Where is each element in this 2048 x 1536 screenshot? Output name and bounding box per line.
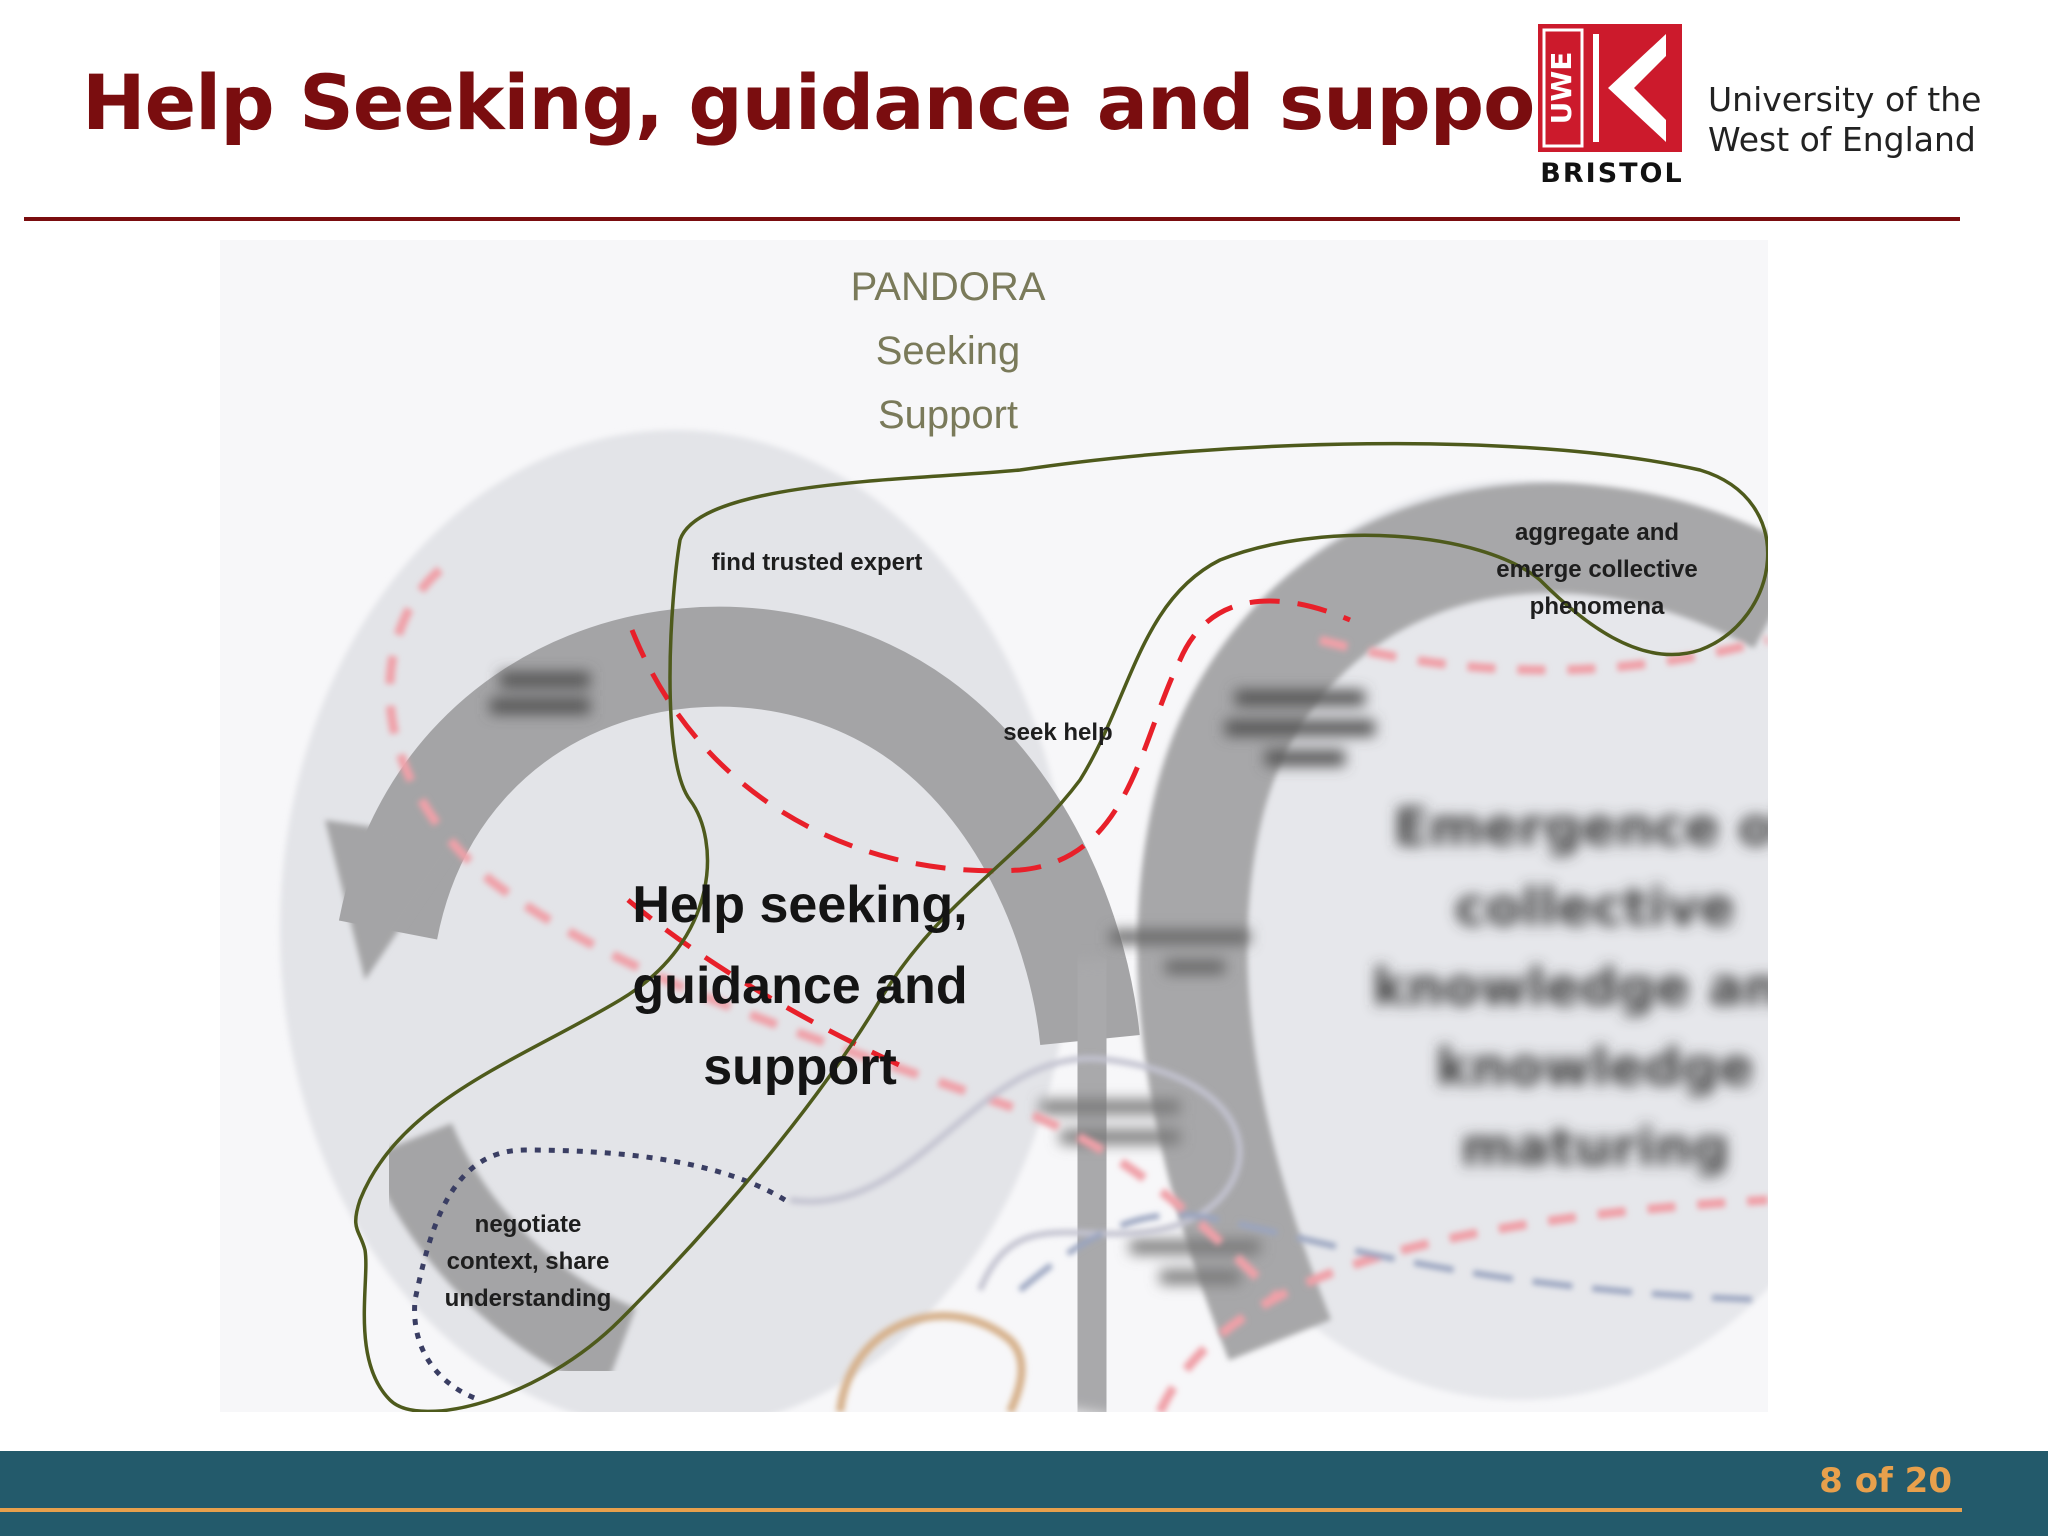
blurred-right-line-5: maturing xyxy=(1461,1118,1730,1178)
left-arrow-head xyxy=(325,820,460,980)
diagram-canvas: Emergence of collective knowledge and kn… xyxy=(20,240,1768,1412)
label-find-trusted-expert: find trusted expert xyxy=(712,549,923,576)
footer-bar xyxy=(0,1451,2048,1536)
uwe-logo: UWE BRISTOL University of the West of En… xyxy=(1538,24,1998,194)
page-total: of 20 xyxy=(1854,1461,1952,1501)
logo-city: BRISTOL xyxy=(1540,158,1684,189)
center-line-2: guidance and xyxy=(632,957,967,1015)
logo-university-name: University of the West of England xyxy=(1708,80,2008,160)
right-process-arc xyxy=(1137,483,1768,1361)
middle-vertical-arc xyxy=(1025,956,1159,1412)
heading-line-2: Seeking xyxy=(876,329,1021,373)
left-process-arc xyxy=(338,606,1140,1046)
red-dashed-path-lower xyxy=(626,898,912,1073)
blurred-right-line-2: collective xyxy=(1455,878,1735,938)
label-negotiate-line-3: understanding xyxy=(445,1285,612,1312)
uwe-logo-mark: UWE xyxy=(1538,24,1682,152)
blurred-right-line-4: knowledge xyxy=(1436,1038,1754,1098)
label-negotiate-line-2: context, share xyxy=(447,1248,610,1275)
title-divider xyxy=(24,217,1960,221)
blurred-right-line-3: knowledge and xyxy=(1372,958,1768,1018)
center-line-3: support xyxy=(703,1038,897,1096)
page-indicator: 8 of 20 xyxy=(1819,1461,1952,1501)
slide-title: Help Seeking, guidance and support xyxy=(82,58,1607,147)
label-negotiate-line-1: negotiate xyxy=(475,1211,582,1238)
center-line-1: Help seeking, xyxy=(632,876,967,934)
heading-line-1: PANDORA xyxy=(851,265,1046,309)
footer-accent-line xyxy=(0,1508,1962,1512)
logo-name-line-1: University of the xyxy=(1708,80,1982,119)
label-aggregate-line-3: phenomena xyxy=(1530,593,1665,620)
pandora-diagram: Emergence of collective knowledge and kn… xyxy=(20,240,1768,1412)
left-lower-arc xyxy=(368,1122,637,1393)
label-aggregate-line-1: aggregate and xyxy=(1515,519,1679,546)
uwe-logo-text: UWE xyxy=(1545,52,1578,125)
red-dashed-path xyxy=(629,598,1351,874)
label-seek-help: seek help xyxy=(1003,719,1112,746)
label-aggregate-line-2: emerge collective xyxy=(1496,556,1697,583)
heading-line-3: Support xyxy=(878,393,1018,437)
current-page-number: 8 xyxy=(1819,1461,1843,1501)
logo-name-line-2: West of England xyxy=(1708,120,1976,159)
pandora-outline-path xyxy=(354,441,1768,1412)
blurred-right-line-1: Emergence of xyxy=(1394,798,1768,858)
